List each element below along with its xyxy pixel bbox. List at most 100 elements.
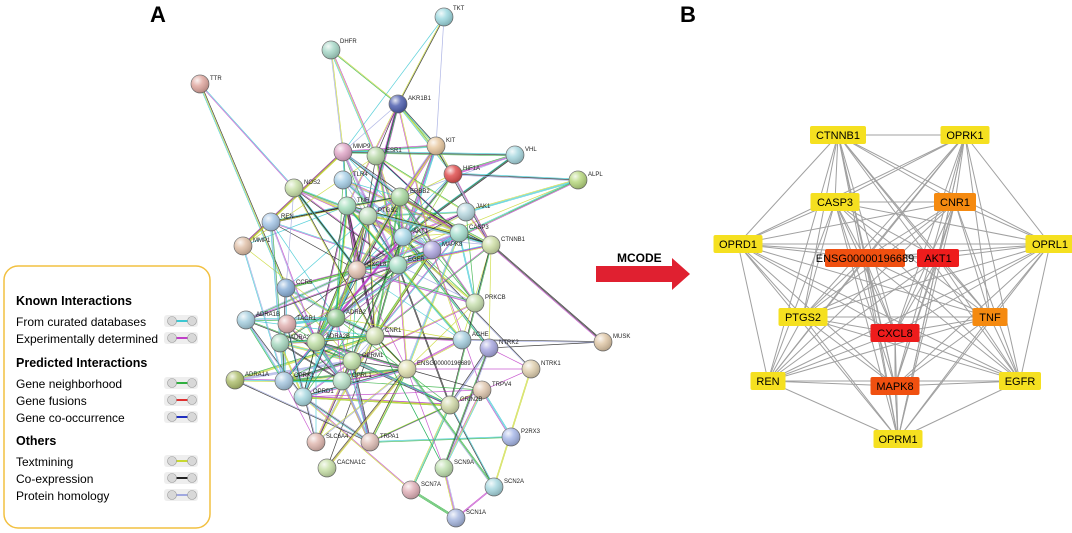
mcode-edge (864, 257, 896, 334)
protein-node-label: MMP9 (353, 144, 371, 150)
ppi-edge (397, 173, 454, 266)
ppi-edge (330, 49, 377, 157)
protein-node-label: ALPL (588, 172, 603, 178)
ppi-edge (356, 269, 463, 341)
mcode-edge (864, 257, 896, 387)
protein-node: KIT (426, 136, 456, 156)
ppi-edge (302, 397, 450, 407)
ppi-edge (453, 172, 579, 180)
ppi-edge (342, 103, 399, 153)
mcode-edge (834, 201, 1021, 382)
ppi-edge (343, 151, 401, 197)
legend-section-title: Predicted Interactions (16, 356, 147, 370)
protein-node: HIF1A (443, 164, 480, 184)
protein-node-label: KIT (446, 138, 456, 144)
protein-node-label: OPRL1 (352, 373, 372, 379)
legend: Known Interactions From curated database… (3, 265, 211, 529)
ppi-edge (435, 16, 445, 147)
ppi-edge (450, 245, 492, 406)
protein-node-label: DHFR (340, 39, 357, 45)
ppi-edge (280, 336, 376, 345)
mcode-edge (954, 201, 991, 318)
ppi-edge (242, 155, 377, 247)
protein-node: SCN1A (446, 508, 486, 528)
legend-item-label: Protein homology (16, 489, 109, 503)
mcode-node: CTNNB1 (810, 126, 866, 144)
ppi-edge (279, 334, 375, 343)
ppi-edge (442, 389, 482, 468)
protein-node: SCN7A (401, 480, 441, 500)
ppi-edge (245, 319, 376, 337)
protein-node-label: P2RX3 (521, 429, 541, 435)
protein-node-label: OPRD1 (313, 389, 334, 395)
ppi-edge (398, 103, 437, 146)
ppi-edge (410, 404, 451, 491)
ppi-edge (357, 104, 400, 271)
mcode-node: ENSG00000196689 (816, 249, 914, 267)
protein-node-label: MAPK8 (442, 242, 463, 248)
ppi-edge (374, 249, 432, 336)
ppi-edge (286, 324, 316, 443)
protein-node: TLR4 (333, 170, 368, 190)
ppi-edge (490, 245, 603, 343)
ppi-edge (315, 341, 451, 406)
protein-node: OPRM1 (342, 351, 384, 371)
protein-node: CACNA1C (317, 458, 366, 478)
mcode-node-box (934, 193, 976, 211)
mcode-node-box (1025, 235, 1072, 253)
mcode-edge (802, 257, 866, 318)
ppi-edge (400, 195, 492, 245)
ppi-edge (242, 246, 284, 382)
mcode-node-label: PTGS2 (785, 312, 821, 324)
mcode-edge (837, 134, 956, 203)
protein-node: NTRK1 (521, 359, 561, 379)
mcode-node-box (810, 193, 860, 211)
mcode-node: AKT1 (917, 249, 959, 267)
protein-node: MAPK8 (422, 240, 463, 260)
mcode-node: EGFR (999, 372, 1041, 390)
mcode-node-box (999, 372, 1041, 390)
ppi-edge (355, 196, 400, 270)
protein-node-label: VHL (525, 147, 537, 153)
protein-node: ESR1 (366, 146, 402, 166)
ppi-edge (398, 264, 408, 369)
ppi-edge (374, 249, 433, 337)
protein-node-label: ACHE (472, 332, 489, 338)
ppi-edge (402, 211, 466, 237)
ppi-edge (303, 318, 338, 398)
ppi-edge (270, 196, 400, 222)
ppi-edge (302, 396, 371, 443)
ppi-edge (399, 196, 460, 234)
ppi-edge (356, 269, 408, 370)
ppi-edge (294, 187, 376, 336)
ppi-edge (374, 336, 462, 342)
ppi-edge (245, 264, 398, 320)
protein-node-label: SCN9A (454, 460, 474, 466)
mcode-node-box (940, 126, 990, 144)
ppi-edge (374, 335, 463, 341)
ppi-edge (449, 244, 491, 405)
ppi-edge (346, 206, 462, 341)
ppi-edge (375, 250, 434, 337)
ppi-edge (465, 178, 578, 212)
protein-node: MMP1 (233, 236, 271, 256)
mcode-edge (894, 134, 966, 334)
ppi-edge (335, 317, 451, 406)
mcode-node-box (917, 249, 959, 267)
protein-node: ADRA1A (225, 370, 269, 390)
protein-node-label: CACNA1C (337, 460, 366, 466)
ppi-edge (329, 50, 376, 157)
ppi-edge (369, 368, 408, 443)
ppi-edge (284, 336, 376, 382)
ppi-edge (287, 323, 317, 442)
ppi-edge (341, 380, 371, 443)
mcode-edge (834, 201, 896, 387)
ppi-edge (293, 188, 357, 271)
ppi-edge (302, 368, 408, 398)
ppi-edge (369, 436, 511, 442)
ppi-edge (302, 396, 451, 406)
protein-node-label: AKT1 (413, 229, 429, 235)
ppi-edge (302, 389, 483, 398)
ppi-edge (335, 236, 403, 318)
